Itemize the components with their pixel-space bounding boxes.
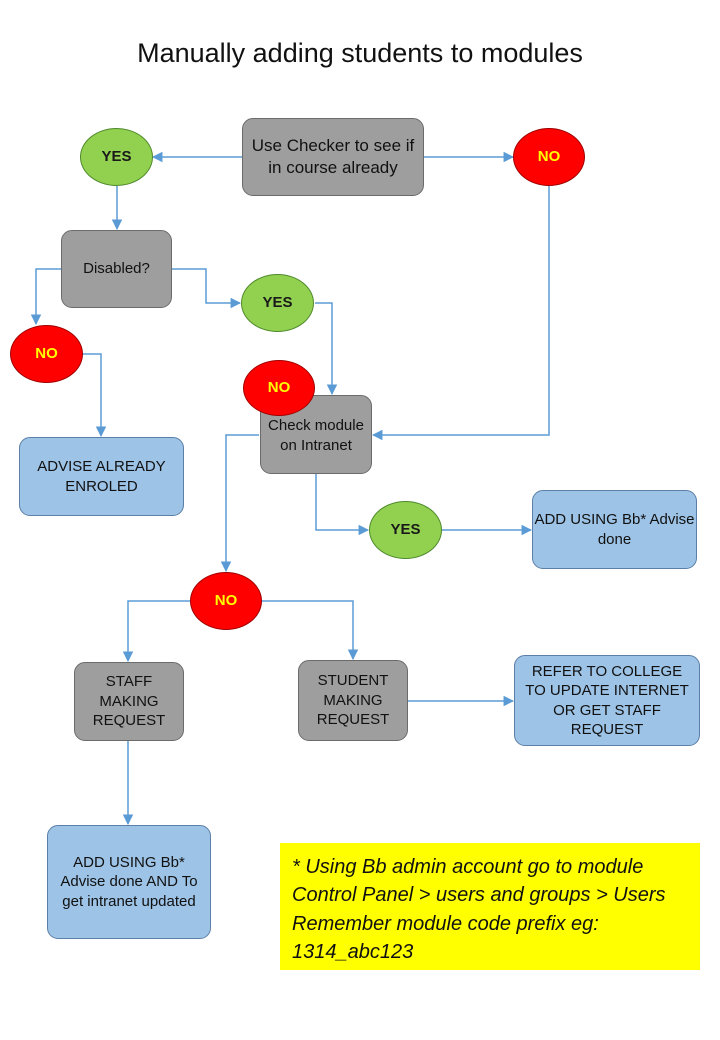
yes-oval-intranet: YES [369,501,442,559]
no-oval-floating: NO [243,360,315,416]
refer-college-box: REFER TO COLLEGE TO UPDATE INTERNET OR G… [514,655,700,746]
no-oval-top: NO [513,128,585,186]
link-yes-to-check [315,302,338,396]
yes-oval-disabled: YES [241,274,314,332]
staff-request-box: STAFF MAKING REQUEST [74,662,184,741]
no-oval-intranet: NO [190,572,262,630]
link-no-top-to-check [371,186,550,441]
disabled-box: Disabled? [61,230,172,308]
link-check-to-no [220,434,259,573]
link-check-to-yes [315,474,370,536]
add-bb-done-box: ADD USING Bb* Advise done [532,490,697,569]
use-checker-box: Use Checker to see if in course already [242,118,424,196]
student-request-box: STUDENT MAKING REQUEST [298,660,408,741]
add-bb-intranet-box: ADD USING Bb* Advise done AND To get int… [47,825,211,939]
link-disabled-to-no [30,268,61,326]
no-oval-disabled: NO [10,325,83,383]
link-no-to-advise [82,353,107,438]
advise-enroled-box: ADVISE ALREADY ENROLED [19,437,184,516]
page-title: Manually adding students to modules [137,38,583,68]
link-no-to-staff [122,600,190,663]
footnote-box: * Using Bb admin account go to module Co… [280,843,700,970]
link-disabled-to-yes [172,268,242,309]
yes-oval-top: YES [80,128,153,186]
link-no-to-student [262,600,359,661]
